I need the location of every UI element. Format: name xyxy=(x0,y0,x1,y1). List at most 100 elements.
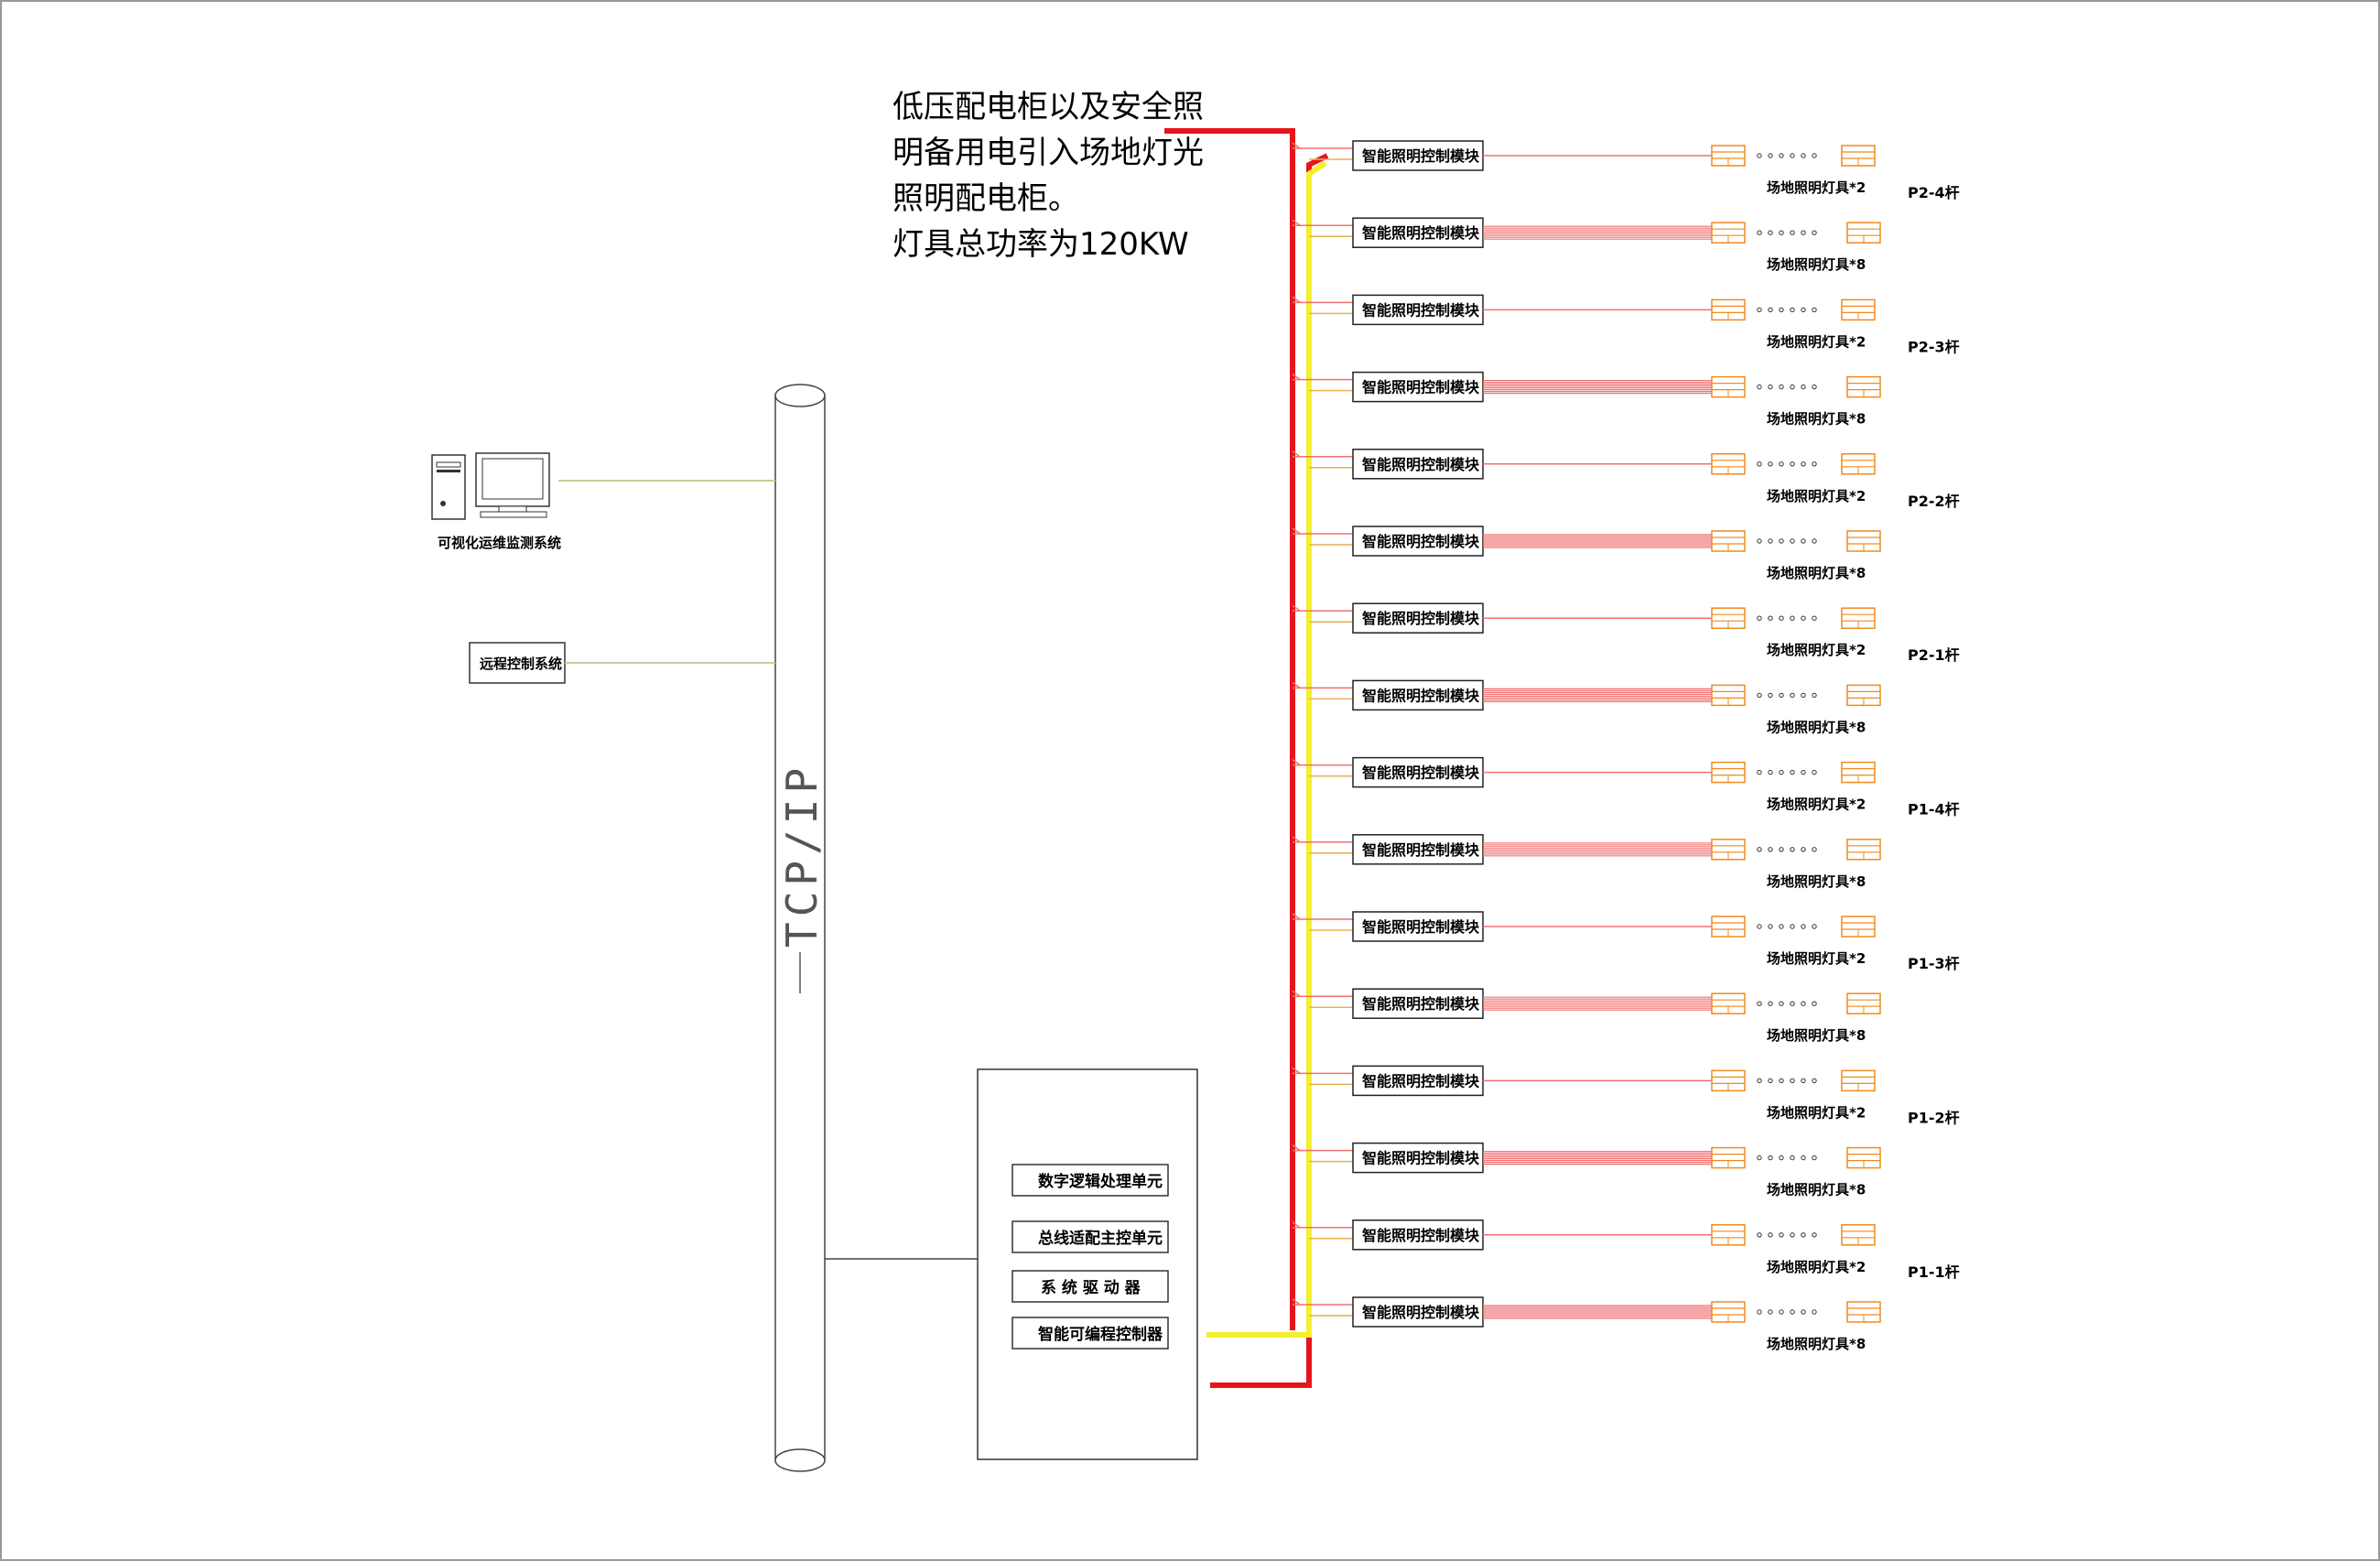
lamp-icon xyxy=(1841,761,1876,784)
branch-tick xyxy=(1292,836,1301,843)
lamp-icon xyxy=(1846,530,1881,552)
lamp-icon xyxy=(1711,1224,1746,1246)
branch-tick xyxy=(1292,296,1301,303)
unit-bus-adapter: 总线适配主控单元 xyxy=(1012,1220,1169,1253)
ellipsis-dot xyxy=(1812,692,1817,699)
ellipsis-dot xyxy=(1801,307,1806,313)
ellipsis-dot xyxy=(1757,1001,1762,1006)
ellipsis-dot xyxy=(1790,769,1795,775)
lamp-icon xyxy=(1841,145,1876,167)
lamp-icon xyxy=(1711,222,1746,244)
tcp-ip-label: TCP/IP xyxy=(777,763,827,948)
pole-label: P1-1杆 xyxy=(1908,1263,1960,1281)
control-module-label: 智能照明控制模块 xyxy=(1362,301,1480,319)
tcp-ip-bus: TCP/IP xyxy=(774,384,827,1472)
branch-tick xyxy=(1292,604,1301,612)
note-line-1: 低压配电柜以及安全照 xyxy=(892,89,1204,125)
lamp-icon xyxy=(1841,298,1876,321)
ellipsis-dot xyxy=(1768,1232,1773,1238)
control-module-label: 智能照明控制模块 xyxy=(1362,224,1480,242)
ellipsis-dot xyxy=(1757,230,1762,235)
ellipsis-dot xyxy=(1812,384,1817,390)
ellipsis-dot xyxy=(1801,769,1806,775)
branch-tick xyxy=(1292,1298,1301,1306)
ellipsis-dot xyxy=(1801,153,1806,158)
lamp-group-label: 场地照明灯具*8 xyxy=(1767,565,1866,581)
ellipsis-dot xyxy=(1768,924,1773,929)
lamp-group-label: 场地照明灯具*8 xyxy=(1767,719,1866,735)
note-line-2: 明备用电引入场地灯光 xyxy=(892,135,1204,171)
lamp-icon xyxy=(1841,916,1876,938)
control-module-label: 智能照明控制模块 xyxy=(1362,1304,1480,1321)
ellipsis-dot xyxy=(1757,769,1762,775)
power-note: 低压配电柜以及安全照 明备用电引入场地灯光 照明配电柜。 灯具总功率为120KW xyxy=(892,89,1204,263)
controller-cabinet: 数字逻辑处理单元 总线适配主控单元 系 统 驱 动 器 智能可编程控制器 xyxy=(825,1068,1198,1460)
ellipsis-dot xyxy=(1779,538,1784,544)
lamp-group-label: 场地照明灯具*8 xyxy=(1767,1336,1866,1352)
ellipsis-dot xyxy=(1768,1078,1773,1084)
ellipsis-dot xyxy=(1779,769,1784,775)
lamp-group-label: 场地照明灯具*2 xyxy=(1767,642,1866,658)
ellipsis-dot xyxy=(1790,538,1795,544)
ellipsis-dot xyxy=(1812,1309,1817,1315)
note-line-3: 照明配电柜。 xyxy=(892,180,1079,217)
branch-tick xyxy=(1292,913,1301,920)
ellipsis-dot xyxy=(1812,538,1817,544)
ellipsis-dot xyxy=(1812,1078,1817,1084)
lamp-icon xyxy=(1711,1301,1746,1323)
branch-tick xyxy=(1292,1067,1301,1075)
ellipsis-dot xyxy=(1801,692,1806,699)
branch-tick xyxy=(1292,450,1301,458)
trunk-lines xyxy=(1164,128,1329,1388)
lamp-group-label: 场地照明灯具*8 xyxy=(1767,873,1866,890)
ellipsis-dot xyxy=(1779,1078,1784,1084)
control-module-box xyxy=(1352,679,1484,711)
ellipsis-dot xyxy=(1801,924,1806,929)
ellipsis-dot xyxy=(1801,538,1806,544)
lamp-icon xyxy=(1711,1146,1746,1169)
branch-tick xyxy=(1292,681,1301,689)
ellipsis-dot xyxy=(1779,1309,1784,1315)
lamp-group-label: 场地照明灯具*8 xyxy=(1767,1182,1866,1198)
lamp-icon xyxy=(1841,453,1876,475)
branch-tick xyxy=(1292,1221,1301,1229)
lamp-icon xyxy=(1711,145,1746,167)
ellipsis-dot xyxy=(1768,847,1773,852)
ellipsis-dot xyxy=(1757,538,1762,544)
ellipsis-dot xyxy=(1812,615,1817,621)
control-module-box xyxy=(1352,294,1484,326)
lamp-icon xyxy=(1711,684,1746,707)
ellipsis-dot xyxy=(1768,1154,1773,1161)
ellipsis-dot xyxy=(1801,230,1806,235)
lamp-icon xyxy=(1846,992,1881,1014)
ellipsis-dot xyxy=(1757,847,1762,852)
ellipsis-dot xyxy=(1768,692,1773,699)
ellipsis-dot xyxy=(1779,1154,1784,1161)
ellipsis-dot xyxy=(1801,461,1806,467)
control-module-label: 智能照明控制模块 xyxy=(1362,841,1480,859)
ellipsis-dot xyxy=(1790,153,1795,158)
ellipsis-dot xyxy=(1812,307,1817,313)
ellipsis-dot xyxy=(1790,924,1795,929)
branch-tick xyxy=(1292,219,1301,226)
ellipsis-dot xyxy=(1812,1154,1817,1161)
lamp-group-label: 场地照明灯具*2 xyxy=(1767,950,1866,967)
ellipsis-dot xyxy=(1779,461,1784,467)
ellipsis-dot xyxy=(1768,461,1773,467)
branch-tick xyxy=(1292,1144,1301,1152)
lamp-group-label: 场地照明灯具*2 xyxy=(1767,333,1866,350)
ellipsis-dot xyxy=(1801,615,1806,621)
signal-bus xyxy=(1206,160,1327,1338)
ellipsis-dot xyxy=(1812,230,1817,235)
branch-tick xyxy=(1292,142,1301,149)
ellipsis-dot xyxy=(1757,384,1762,390)
